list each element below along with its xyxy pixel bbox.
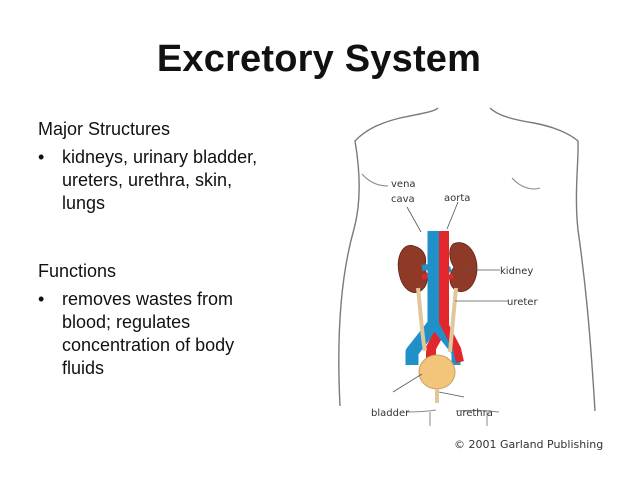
aorta-leader	[446, 201, 459, 230]
functions-text: removes wastes from blood; regulates con…	[62, 288, 312, 380]
right-breast-outline	[511, 177, 541, 190]
slide-title: Excretory System	[156, 38, 482, 80]
vena-cava-label-line-2: cava	[391, 194, 415, 205]
vena-cava-leader	[406, 206, 422, 233]
major-structures-line-2: ureters, urethra, skin,	[62, 170, 233, 190]
urethra-leader	[438, 391, 465, 398]
ureter-label: ureter	[507, 297, 538, 308]
right-ureter	[448, 287, 458, 353]
right-kidney	[449, 242, 478, 293]
left-breast-outline	[361, 173, 389, 187]
urethra-label: urethra	[456, 408, 493, 419]
functions-line-4: fluids	[62, 358, 105, 378]
aorta	[426, 231, 449, 362]
left-kidney	[397, 245, 428, 293]
major-structures-bullet: • kidneys, urinary bladder, ureters, ure…	[38, 146, 318, 215]
copyright-notice: © 2001 Garland Publishing	[454, 438, 604, 451]
major-structures-heading: Major Structures	[38, 119, 171, 139]
right-common-iliac-artery	[440, 322, 464, 363]
vena-cava-label-line-1: vena	[391, 179, 416, 190]
major-structures-line-1: kidneys, urinary bladder,	[62, 147, 258, 167]
bladder-label: bladder	[371, 408, 410, 419]
aorta-label: aorta	[444, 193, 470, 204]
bullet-icon: •	[38, 289, 45, 309]
excretory-system-illustration: vena cava aorta kidney ureter bladder ur…	[338, 107, 596, 426]
major-structures-section: Major Structures • kidneys, urinary blad…	[38, 118, 318, 215]
legs-outline	[405, 409, 500, 426]
major-structures-line-3: lungs	[62, 193, 106, 213]
excretory-system-diagram: vena cava aorta kidney ureter bladder ur…	[330, 106, 600, 431]
functions-line-3: concentration of body	[62, 335, 235, 355]
urinary-bladder	[418, 354, 456, 390]
body-outline	[338, 107, 596, 412]
bladder-leader	[392, 373, 423, 393]
bullet-icon: •	[38, 147, 45, 167]
kidney-label: kidney	[500, 266, 533, 277]
functions-heading: Functions	[38, 261, 117, 281]
left-ureter	[416, 287, 427, 352]
functions-line-2: blood; regulates	[62, 312, 191, 332]
major-structures-text: kidneys, urinary bladder, ureters, ureth…	[62, 146, 312, 215]
functions-section: Functions • removes wastes from blood; r…	[38, 260, 318, 380]
functions-bullet: • removes wastes from blood; regulates c…	[38, 288, 318, 380]
functions-line-1: removes wastes from	[62, 289, 234, 309]
